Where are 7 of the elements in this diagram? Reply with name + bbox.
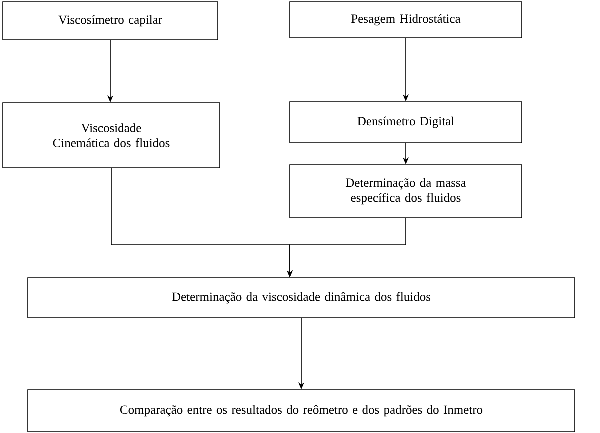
process-box: Pesagem Hidrostática bbox=[290, 2, 522, 38]
process-box: Determinação da massa específica dos fluidos bbox=[290, 164, 522, 218]
process-box: Viscosidade Cinemática dos fluidos bbox=[2, 102, 220, 168]
process-box: Comparação entre os resultados do reômetro e dos padrões do Inmetro bbox=[28, 390, 576, 432]
process-box: Densímetro Digital bbox=[290, 102, 522, 144]
process-box: Determinação da viscosidade dinâmica dos fluidos bbox=[28, 278, 576, 318]
process-box: Viscosímetro capilar bbox=[2, 2, 218, 40]
